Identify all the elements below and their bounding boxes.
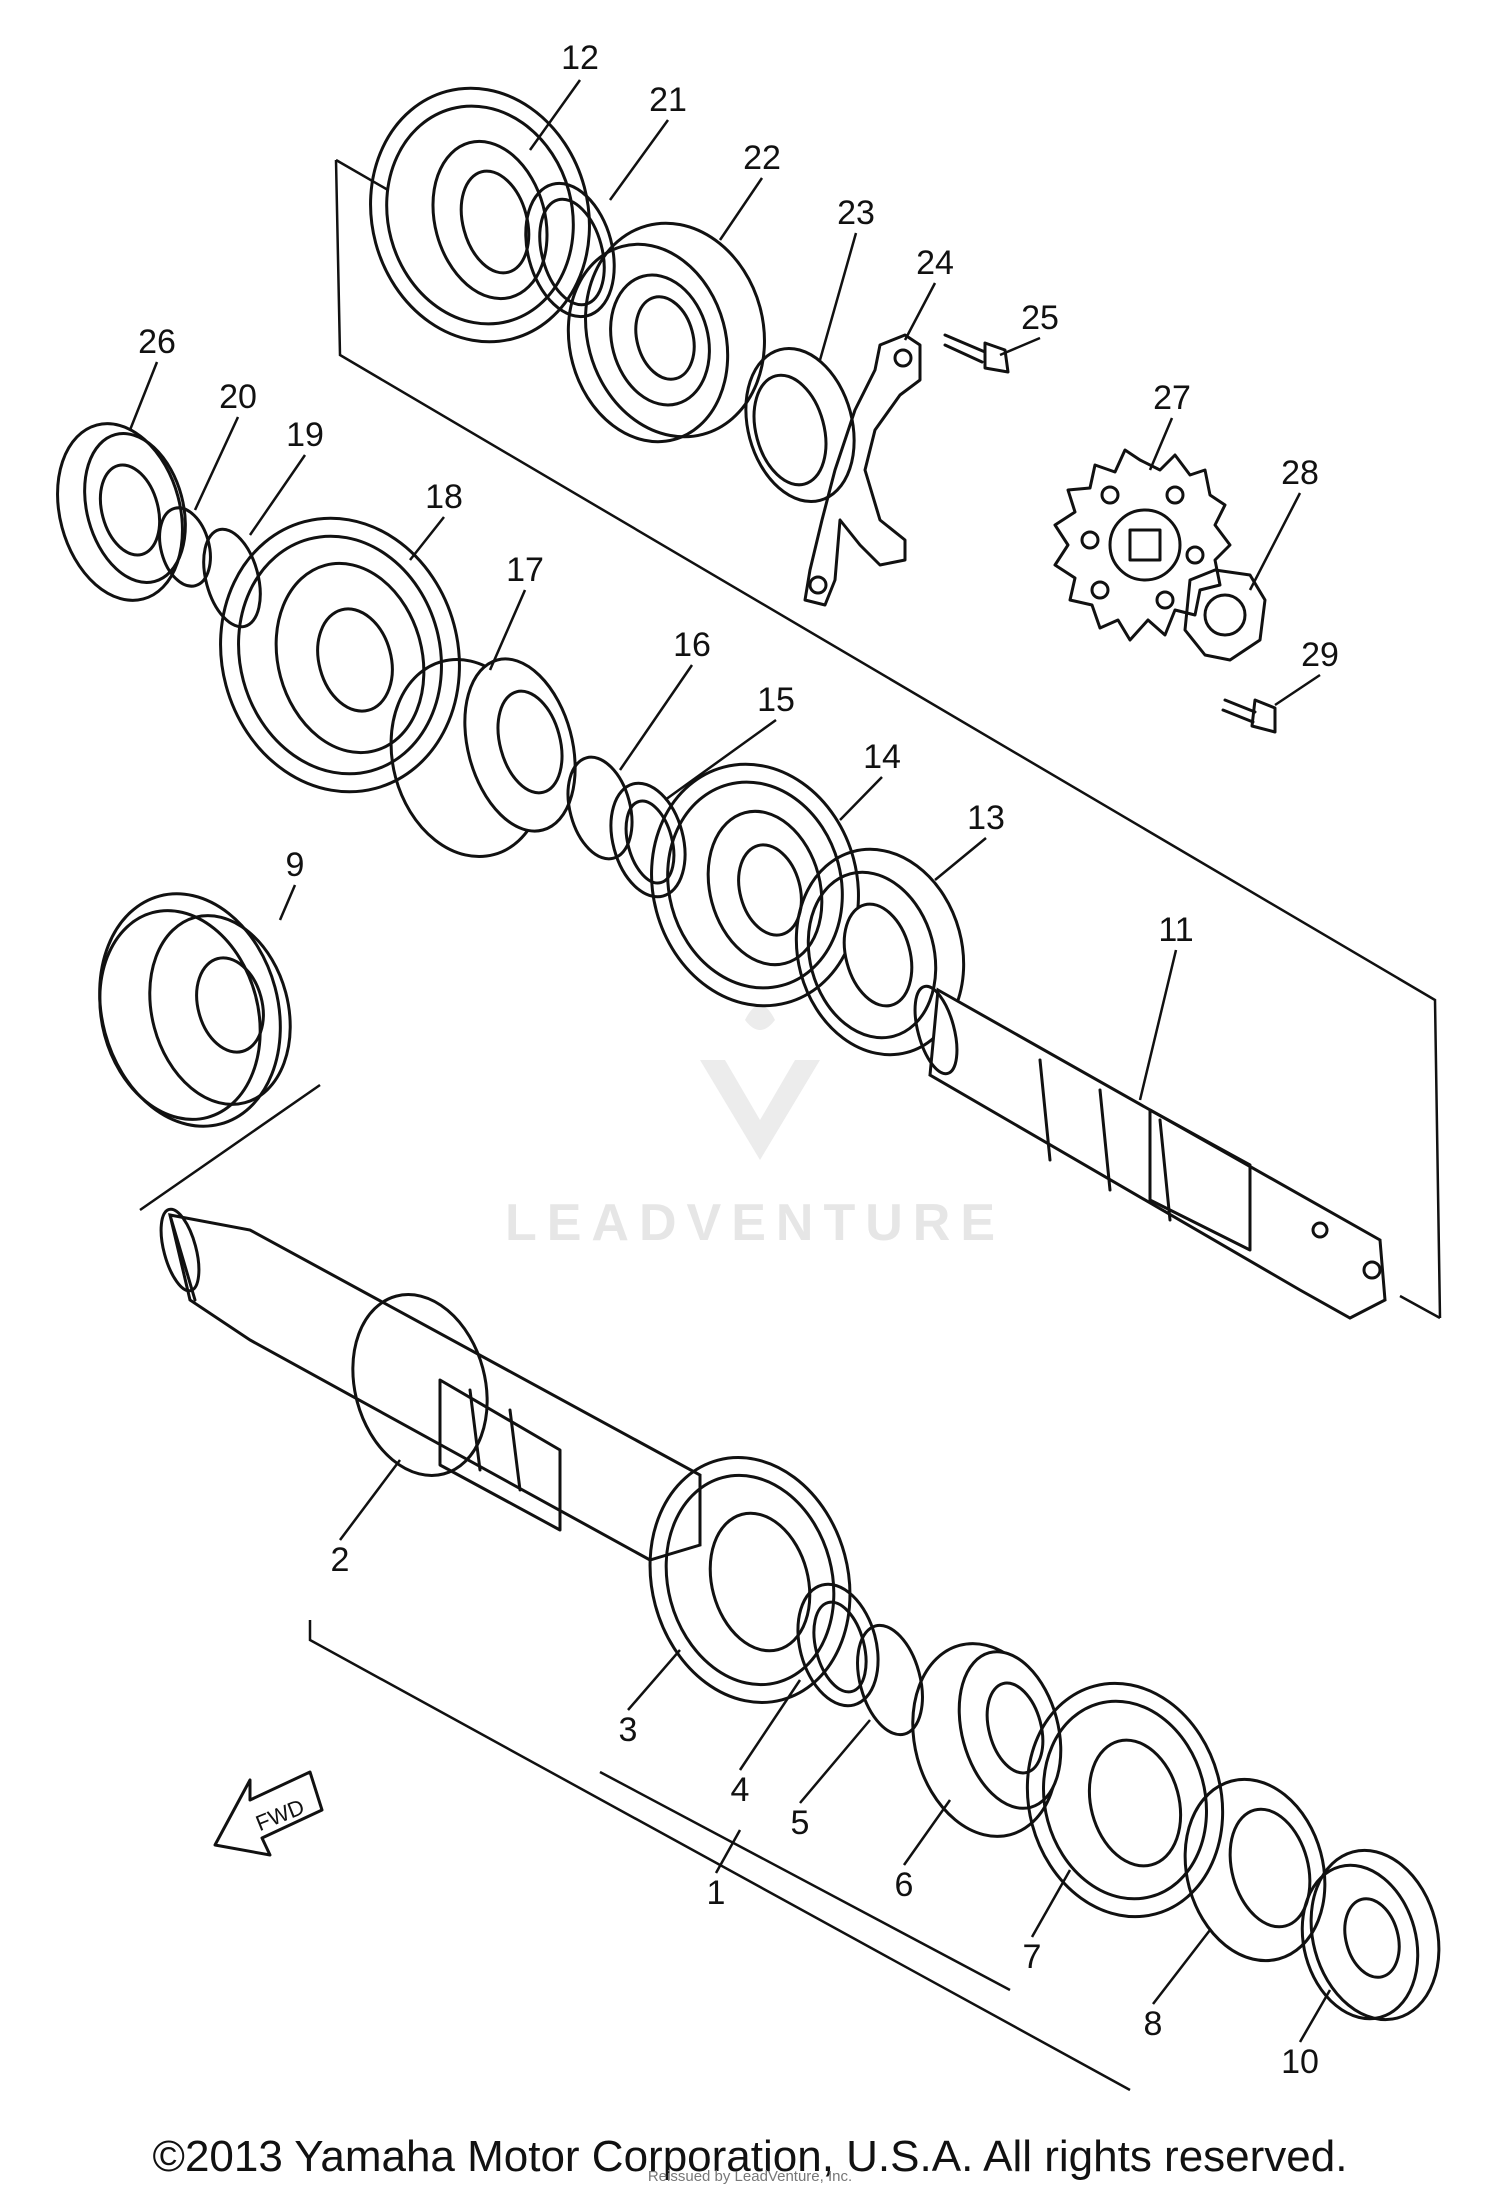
fwd-arrow-icon: FWD [213,1770,324,1857]
bearing-10 [1300,1848,1441,2022]
callout-20: 20 [219,378,257,416]
drive-axle-group-outline [334,158,1442,1320]
callout-26: 26 [138,323,176,361]
copyright-notice: ©2013 Yamaha Motor Corporation, U.S.A. A… [152,2132,1348,2181]
gear-14 [650,762,860,1008]
bearing-26 [56,422,187,602]
callout-leaders [128,79,1332,2043]
callout-14: 14 [863,738,901,776]
screw-25 [943,333,1010,374]
gear-12 [369,86,591,344]
drive-axle-11 [913,984,1387,1320]
gear-8 [1183,1777,1327,1963]
main-axle-group-outline [139,1083,1131,2092]
sprocket-27 [1053,448,1232,642]
watermark: LEADVENTURE [505,1005,1005,1252]
bearing-22 [566,221,766,444]
callout-10: 10 [1281,2043,1319,2081]
gear-17 [389,657,577,859]
oil-seal-23 [744,346,856,504]
callout-27: 27 [1153,379,1191,417]
callout-29: 29 [1301,636,1339,674]
callout-13: 13 [967,799,1005,837]
callout-5: 5 [791,1804,810,1842]
callout-4: 4 [731,1771,750,1809]
callout-7: 7 [1023,1938,1042,1976]
callout-numbers: 1234567891011121314151617181920212223242… [138,39,1339,2081]
bearing-9 [98,892,292,1128]
callout-15: 15 [757,681,795,719]
stopper-plate-24 [803,333,922,607]
washer-4 [796,1582,880,1708]
callout-2: 2 [331,1541,350,1579]
callout-24: 24 [916,244,954,282]
watermark-text: LEADVENTURE [505,1194,1005,1252]
callout-19: 19 [286,416,324,454]
gear-6 [911,1642,1063,1838]
fine-print: Reissued by LeadVenture, Inc. [647,2168,853,2185]
circlip-16 [566,755,634,861]
washer-15 [609,781,687,899]
lock-washer-28 [1183,568,1267,662]
callout-17: 17 [506,551,544,589]
callout-9: 9 [286,846,305,884]
washer-19 [202,527,262,629]
main-axle-2 [159,1207,702,1562]
callout-3: 3 [619,1711,638,1749]
callout-8: 8 [1144,2005,1163,2043]
gear-18 [219,516,461,794]
callout-25: 25 [1021,299,1059,337]
callout-22: 22 [743,139,781,177]
callout-18: 18 [425,478,463,516]
callout-23: 23 [837,194,875,232]
callout-16: 16 [673,626,711,664]
callout-12: 12 [561,39,599,77]
circlip-5 [856,1623,924,1737]
bolt-29 [1221,698,1277,734]
gear-3 [648,1456,852,1704]
callout-6: 6 [895,1866,914,1904]
callout-28: 28 [1281,454,1319,492]
gear-13 [794,847,966,1057]
callout-1: 1 [707,1874,726,1912]
gear-7 [1025,1681,1225,1919]
callout-21: 21 [649,81,687,119]
callout-11: 11 [1158,911,1193,949]
